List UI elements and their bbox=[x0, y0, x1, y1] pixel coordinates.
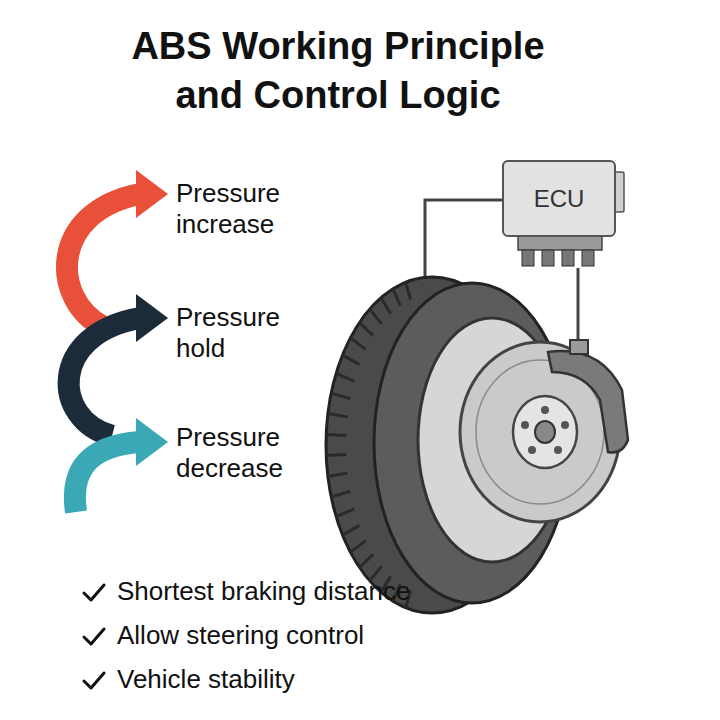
tread-line bbox=[359, 554, 373, 567]
tread-line bbox=[328, 473, 348, 476]
tread-line bbox=[393, 289, 400, 306]
tread-line bbox=[359, 323, 373, 336]
title: ABS Working Principle and Control Logic bbox=[113, 22, 563, 121]
tread-line bbox=[350, 338, 365, 349]
tread-line bbox=[336, 509, 354, 517]
hub bbox=[513, 396, 577, 468]
arrow-head bbox=[136, 294, 168, 342]
tread-line bbox=[370, 309, 382, 324]
ecu-box: ECU bbox=[502, 160, 616, 237]
decrease-arrow bbox=[75, 442, 140, 512]
benefit-item: Allow steering control bbox=[117, 619, 364, 653]
phase-label: Pressure increase bbox=[176, 178, 316, 240]
check-marks bbox=[84, 585, 104, 688]
benefit-item: Shortest braking distance bbox=[117, 575, 410, 609]
wheel bbox=[326, 277, 628, 613]
tread-line bbox=[343, 525, 360, 535]
tread-line bbox=[381, 298, 391, 314]
node-label: ECU bbox=[534, 185, 585, 213]
caliper-wire bbox=[577, 268, 580, 346]
phase-label: Pressure decrease bbox=[176, 422, 316, 484]
arrow-head bbox=[136, 170, 168, 218]
tread-line bbox=[328, 414, 348, 417]
tread-line bbox=[331, 393, 350, 399]
check-mark bbox=[84, 673, 104, 688]
tread-line bbox=[343, 355, 360, 365]
arrow-head bbox=[136, 418, 168, 466]
tread-line bbox=[336, 373, 354, 381]
check-mark bbox=[84, 629, 104, 644]
tread-line bbox=[326, 434, 346, 435]
increase-arrow bbox=[67, 194, 140, 326]
phase-label: Pressure hold bbox=[176, 302, 316, 364]
tread-line bbox=[406, 282, 411, 299]
tread-line bbox=[331, 491, 350, 497]
brake-caliper bbox=[548, 351, 628, 452]
sensor-wire bbox=[425, 200, 502, 280]
tread-line bbox=[326, 454, 346, 455]
tread-line bbox=[350, 541, 365, 552]
check-mark bbox=[84, 585, 104, 600]
cycle-arrows bbox=[67, 170, 168, 512]
hold-arrow bbox=[69, 318, 140, 436]
benefit-item: Vehicle stability bbox=[117, 663, 295, 697]
